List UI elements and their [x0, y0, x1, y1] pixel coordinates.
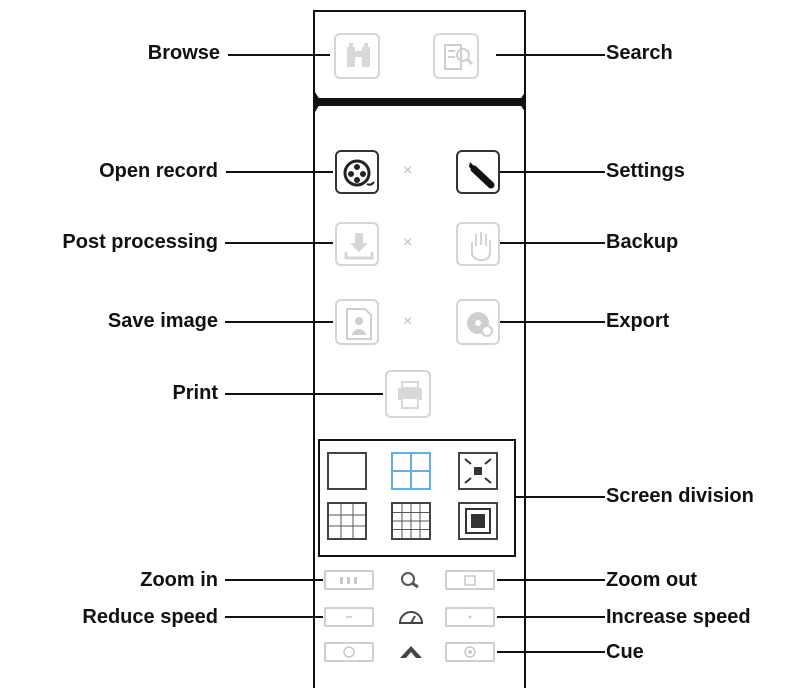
minus-icon [346, 616, 352, 618]
post-processing-button[interactable] [335, 222, 379, 266]
quad-grid-icon [393, 454, 429, 488]
cue-label: Cue [606, 641, 644, 663]
cue-record-icon [464, 646, 476, 658]
fullscreen-icon [464, 458, 492, 484]
save-image-button[interactable] [335, 299, 379, 345]
screen-division-label: Screen division [606, 485, 754, 507]
grid-nine-icon [329, 504, 365, 538]
post-processing-label: Post processing [62, 231, 218, 253]
sixteen-view-button[interactable] [391, 502, 431, 540]
zoom-magnifier-icon [401, 572, 419, 589]
browse-button[interactable] [334, 33, 380, 79]
open-record-label: Open record [99, 160, 218, 182]
reduce-speed-button[interactable] [324, 607, 374, 627]
plus-icon [468, 615, 472, 619]
zoom-in-icon [340, 577, 357, 584]
browse-label: Browse [147, 42, 220, 64]
export-label: Export [606, 310, 670, 332]
increase-speed-label: Increase speed [606, 606, 751, 628]
grid-sixteen-icon [393, 504, 429, 538]
separator-mark: × [403, 162, 413, 179]
zoom-in-button[interactable] [324, 570, 374, 590]
control-panel [313, 10, 526, 688]
zoom-out-icon [464, 575, 476, 586]
quad-view-button[interactable] [391, 452, 431, 490]
save-image-icon [346, 308, 372, 340]
pip-view-button[interactable] [458, 502, 498, 540]
print-label: Print [172, 382, 218, 404]
zoom-out-label: Zoom out [606, 569, 698, 591]
backup-button[interactable] [456, 222, 500, 266]
search-button[interactable] [433, 33, 479, 79]
speedometer-icon [398, 611, 424, 624]
document-search-icon [444, 44, 474, 70]
settings-button[interactable] [456, 150, 500, 194]
screen-division-group [318, 439, 516, 557]
separator-mark: × [403, 313, 413, 330]
download-tray-icon [344, 233, 374, 260]
backup-label: Backup [606, 231, 679, 253]
open-record-button[interactable] [335, 150, 379, 194]
fullscreen-button[interactable] [458, 452, 498, 490]
disc-export-icon [467, 312, 493, 337]
binoculars-icon [347, 43, 370, 67]
zoom-in-label: Zoom in [140, 569, 218, 591]
save-image-label: Save image [107, 310, 218, 332]
cue-arrow-icon [400, 646, 422, 658]
print-button[interactable] [385, 370, 431, 418]
nine-view-button[interactable] [327, 502, 367, 540]
printer-icon [398, 381, 422, 409]
separator-mark: × [403, 234, 413, 251]
hand-icon [471, 232, 491, 262]
increase-speed-button[interactable] [445, 607, 495, 627]
cue-back-button[interactable] [324, 642, 374, 662]
export-button[interactable] [456, 299, 500, 345]
settings-label: Settings [606, 160, 685, 182]
single-view-button[interactable] [327, 452, 367, 490]
picture-in-picture-icon [465, 508, 491, 534]
reduce-speed-label: Reduce speed [82, 606, 218, 628]
cue-back-icon [343, 646, 355, 658]
search-label: Search [606, 42, 673, 64]
film-reel-icon [343, 159, 375, 187]
cue-button[interactable] [445, 642, 495, 662]
zoom-out-button[interactable] [445, 570, 495, 590]
wrench-icon [469, 162, 495, 189]
